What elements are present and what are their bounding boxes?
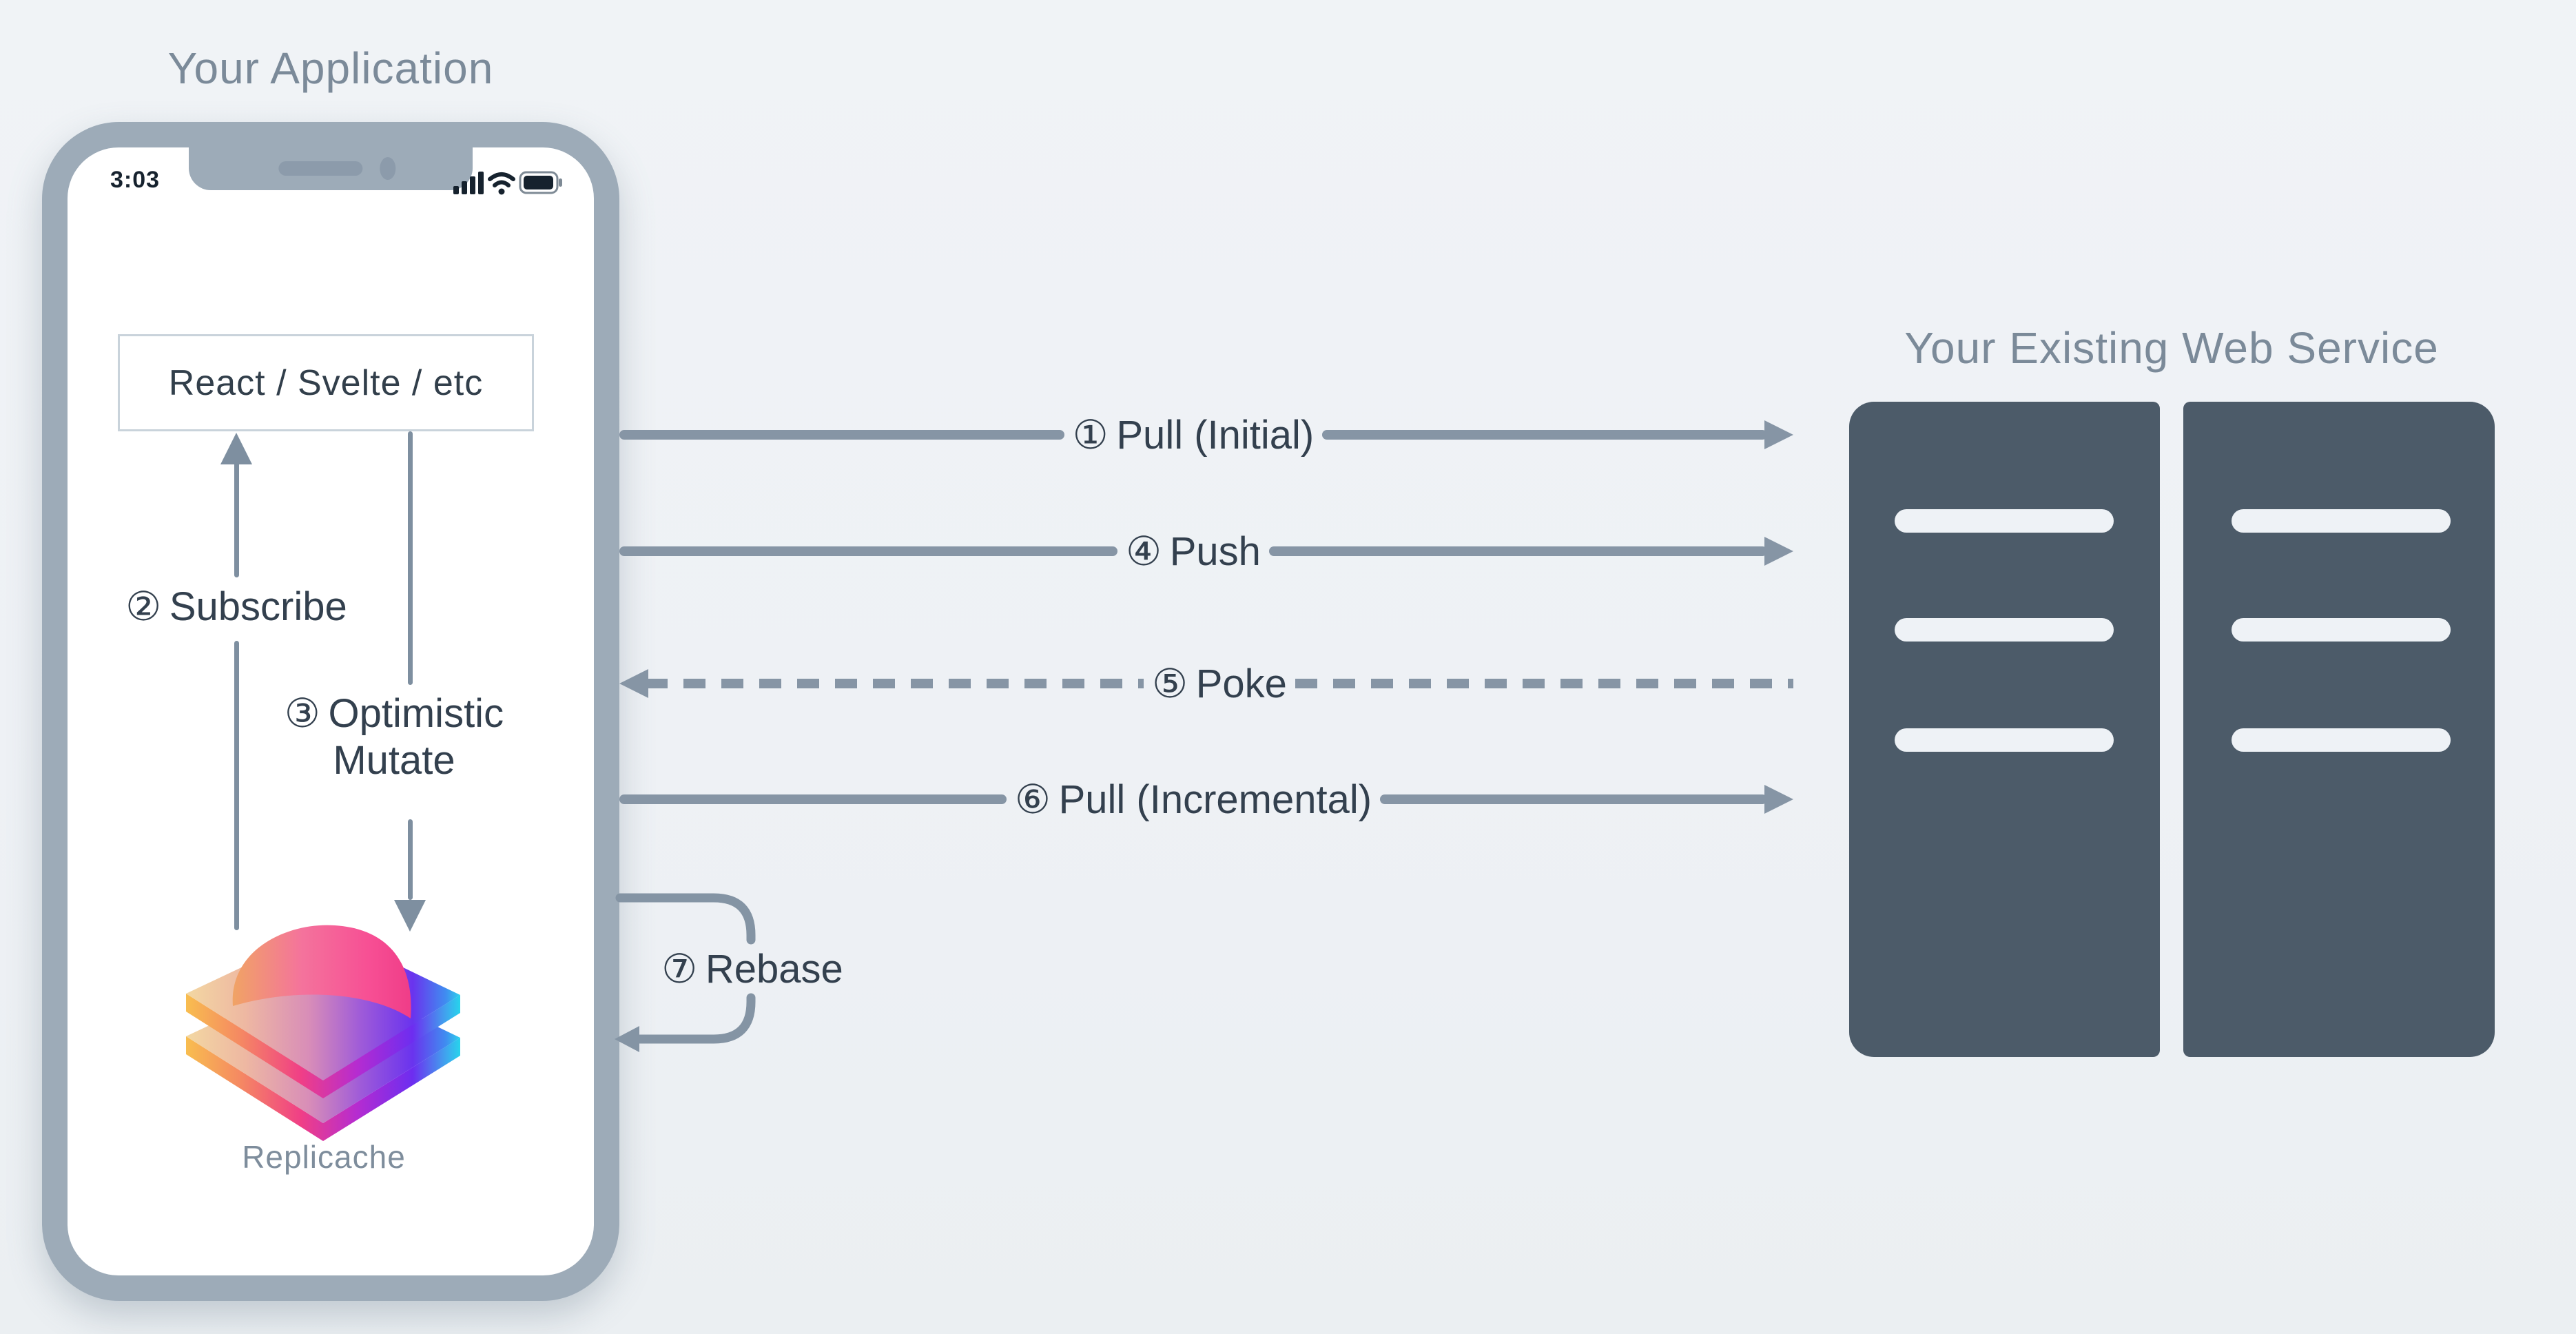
cellular-signal-icon [453, 172, 484, 194]
server-tower-icon [1849, 402, 2160, 1057]
flow-number: ⑦ [661, 947, 698, 992]
mutate-line-lower [408, 819, 413, 900]
mutate-arrowhead-down-icon [394, 900, 426, 932]
subscribe-arrowhead-up-icon [220, 433, 252, 464]
arrow-line [619, 794, 1007, 804]
flow-text: Push [1169, 529, 1261, 574]
flow-number: ⑤ [1152, 661, 1188, 706]
flow-text-line2: Mutate [333, 738, 455, 783]
application-title: Your Application [167, 43, 494, 93]
server-slot [1895, 618, 2114, 642]
arrow-line-dashed [1295, 679, 1794, 688]
flow-text: Pull (Initial) [1116, 413, 1315, 458]
arrow-line [619, 430, 1064, 440]
server-slot [1895, 728, 2114, 752]
flow-number: ⑥ [1014, 777, 1051, 822]
flow-number: ① [1072, 413, 1109, 458]
arrowhead-right-icon [1764, 537, 1794, 566]
flow-text: Rebase [705, 947, 843, 992]
framework-box: React / Svelte / etc [118, 334, 534, 431]
arrow-line [619, 546, 1118, 556]
flow-text: Pull (Incremental) [1058, 777, 1372, 822]
server-slot [1895, 509, 2114, 533]
camera-icon [380, 157, 396, 180]
arrow-line [1322, 430, 1768, 440]
arrow-line [1380, 794, 1768, 804]
flow-text: Poke [1195, 661, 1287, 706]
signal-wifi-battery-icons [453, 171, 562, 195]
flow-number: ③ [284, 691, 320, 736]
arrowhead-left-icon [619, 669, 648, 698]
arrow-line-dashed [646, 679, 1144, 688]
status-bar-icons [453, 168, 562, 201]
phone-notch [189, 147, 473, 190]
server-slot [2232, 509, 2451, 533]
speaker-icon [278, 161, 363, 176]
replicache-logo-icon [186, 925, 460, 1141]
server-slot [2232, 728, 2451, 752]
subscribe-line-upper [234, 462, 239, 577]
flow-number: ④ [1126, 529, 1162, 574]
rebase-loop-icon [615, 893, 756, 1052]
flow-text: Subscribe [169, 584, 347, 629]
wifi-icon [488, 172, 515, 187]
flow-number: ② [125, 584, 162, 629]
mutate-line-upper [408, 431, 413, 685]
web-service-title: Your Existing Web Service [1904, 323, 2439, 373]
replicache-caption: Replicache [242, 1139, 406, 1175]
server-slot [2232, 618, 2451, 642]
arrow-line [1268, 546, 1768, 556]
status-bar-time: 3:03 [110, 167, 161, 193]
flow-text: Optimistic [328, 691, 504, 736]
subscribe-line-lower [234, 641, 239, 930]
battery-icon [519, 171, 562, 194]
arrowhead-right-icon [1764, 785, 1794, 814]
arrowhead-right-icon [1764, 420, 1794, 449]
server-tower-icon [2183, 402, 2495, 1057]
